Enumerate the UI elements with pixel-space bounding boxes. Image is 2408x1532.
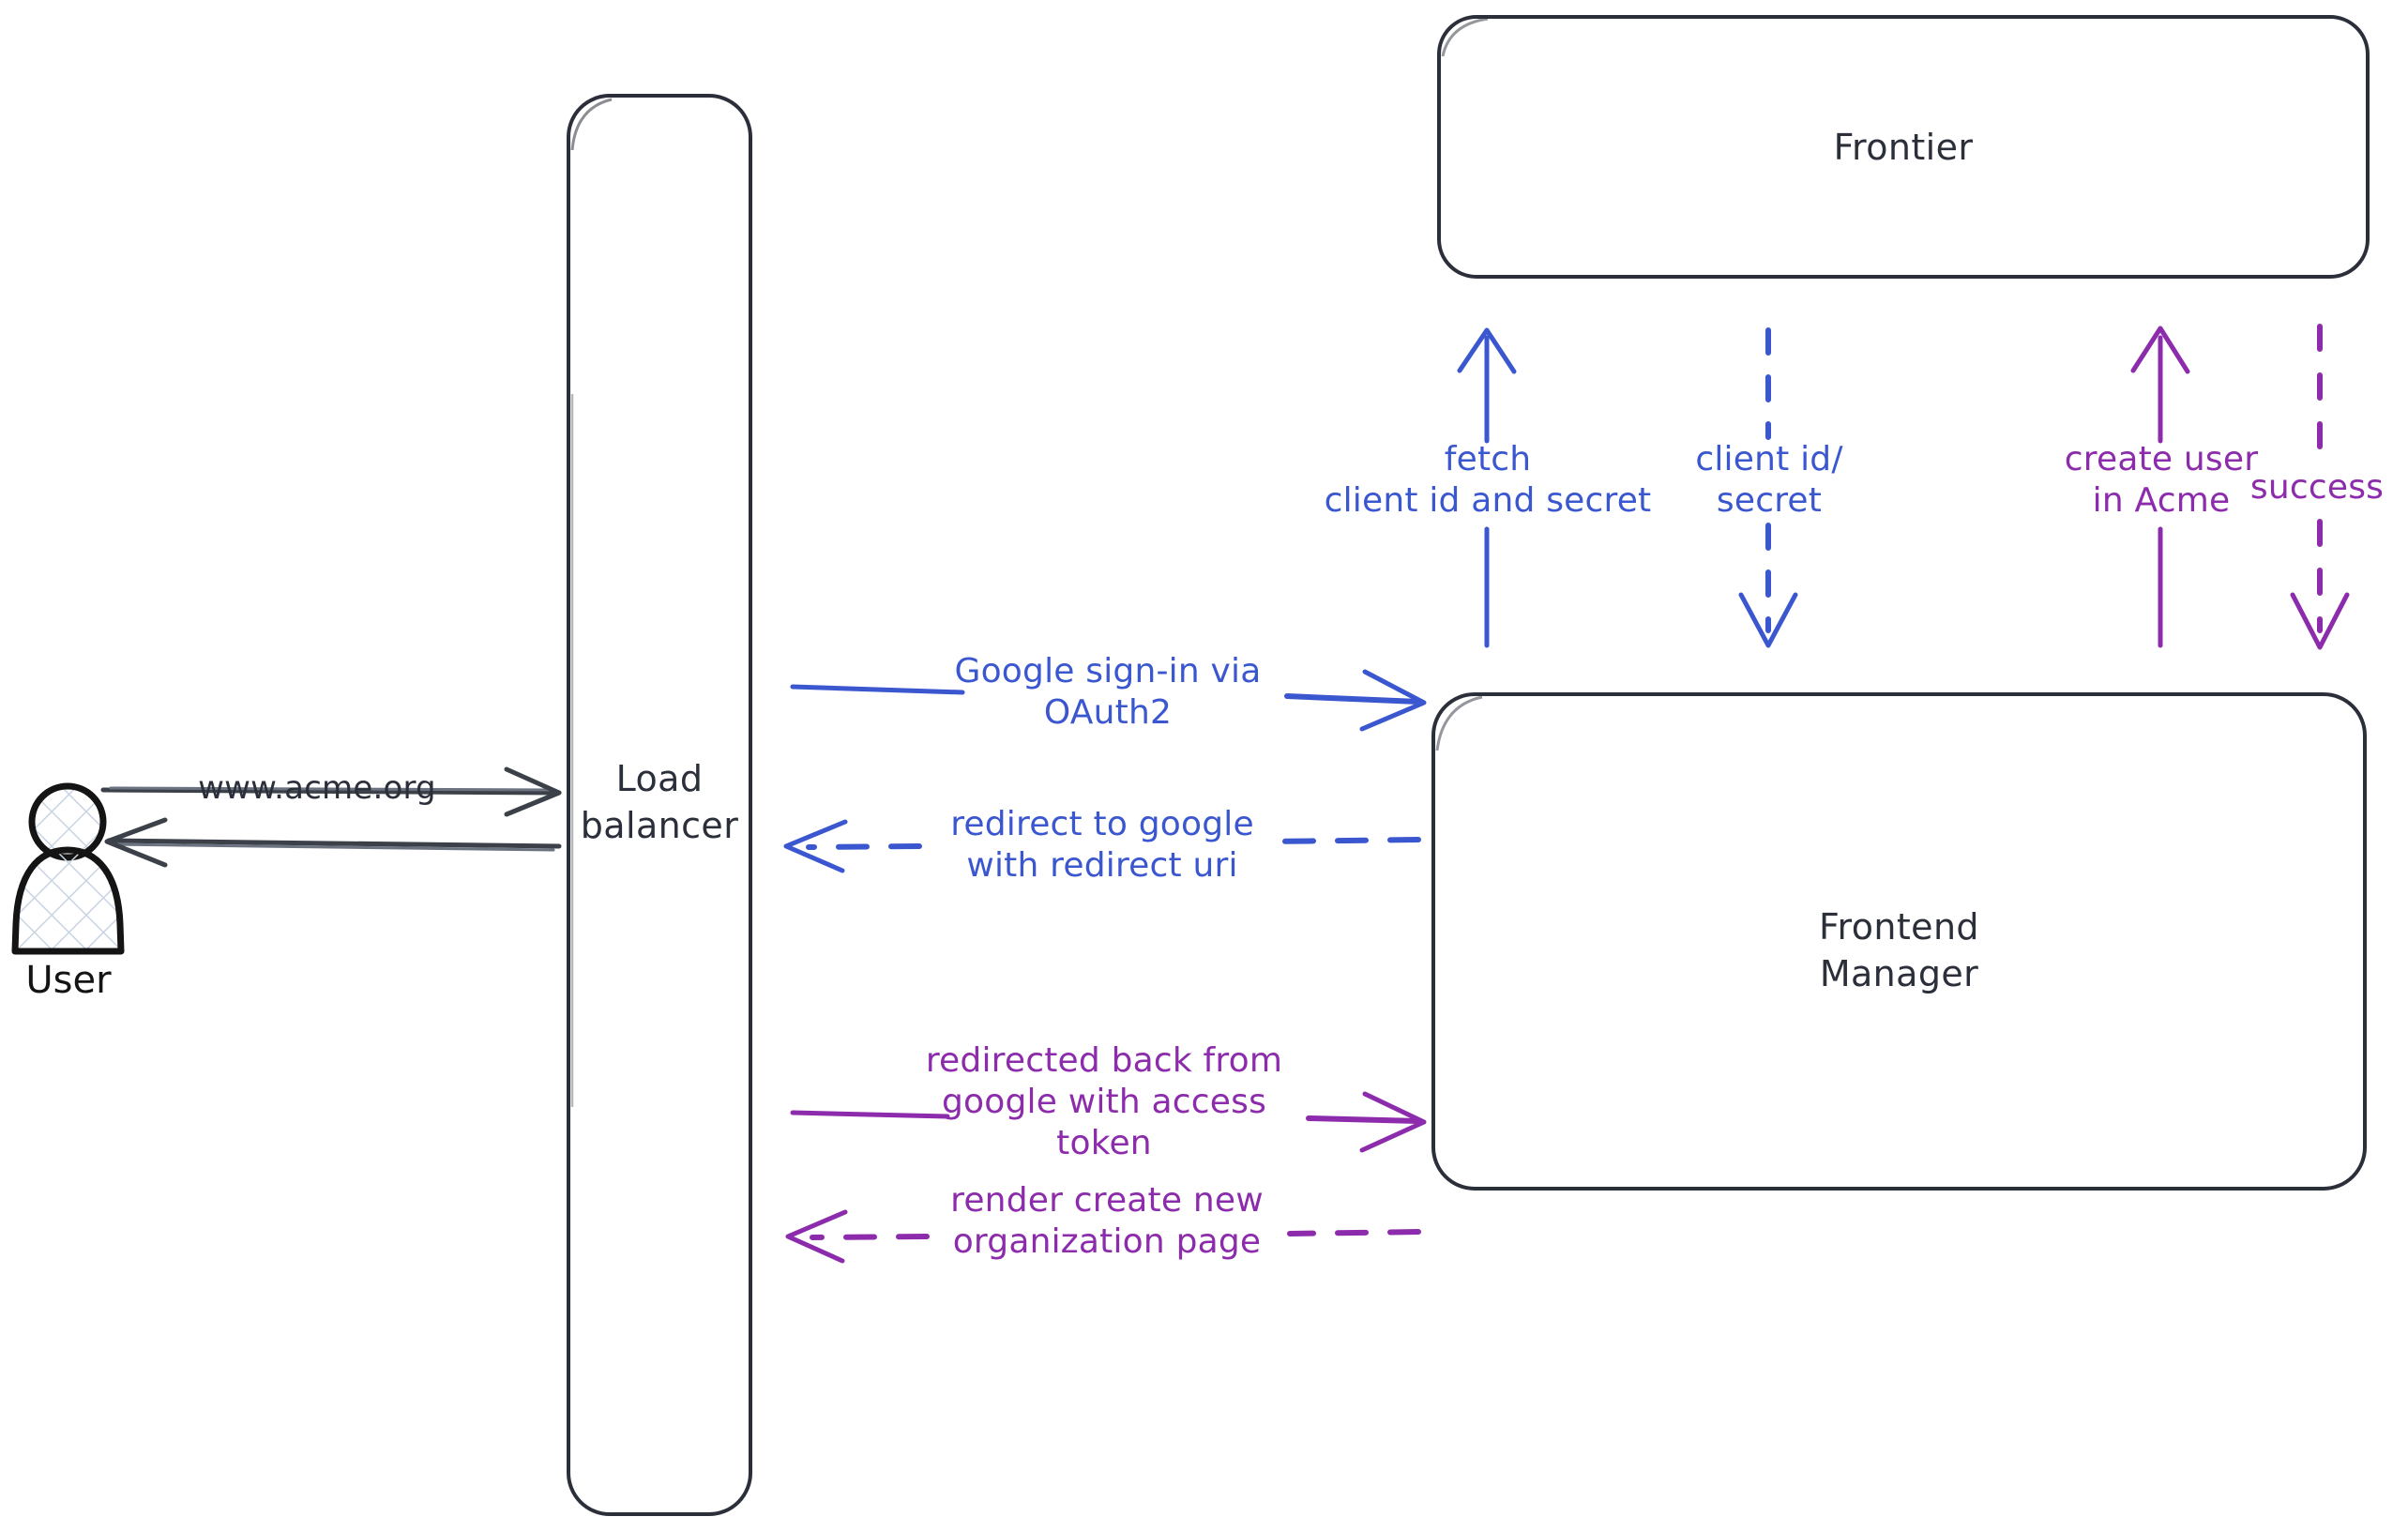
edge-label-redirect-to-google: redirect to google with redirect uri [950, 805, 1254, 885]
edge-create-user-in-acme [2130, 326, 2190, 648]
edge-label-client-id-secret: client id/ secret [1695, 440, 1843, 520]
edge-fetch-client-id-secret [1457, 327, 1517, 648]
edge-label-create-user-in-acme: create user in Acme [2064, 440, 2259, 520]
load-balancer-label: Load balancer [580, 758, 739, 847]
edge-redirected-back-token [790, 1091, 1427, 1153]
frontend-manager-shape[interactable] [1431, 692, 2367, 1191]
frontend-manager-label: Frontend Manager [1819, 906, 1979, 995]
edge-user-to-lb [100, 766, 562, 817]
edge-lb-to-user [104, 817, 562, 868]
edge-label-success: success [2249, 468, 2385, 507]
edge-google-signin [790, 669, 1427, 732]
edge-label-google-signin: Google sign-in via OAuth2 [954, 652, 1262, 732]
edge-label-www-acme-org: www.acme.org [198, 769, 436, 807]
edge-render-create-org [785, 1209, 1421, 1264]
load-balancer-shape[interactable] [567, 94, 752, 1516]
frontier-label: Frontier [1833, 127, 1974, 168]
edge-label-redirected-back-token: redirected back from google with access … [925, 1041, 1283, 1162]
edge-label-render-create-org: render create new organization page [950, 1181, 1264, 1261]
frontier-shape[interactable] [1437, 15, 2370, 279]
edge-success-response [2290, 324, 2350, 650]
user-actor-caption: User [25, 959, 112, 1002]
edge-redirect-to-google [783, 819, 1421, 873]
edge-client-id-secret-response [1738, 327, 1798, 648]
edge-label-fetch-client-id-secret: fetch client id and secret [1324, 440, 1652, 520]
person-icon [11, 782, 125, 955]
